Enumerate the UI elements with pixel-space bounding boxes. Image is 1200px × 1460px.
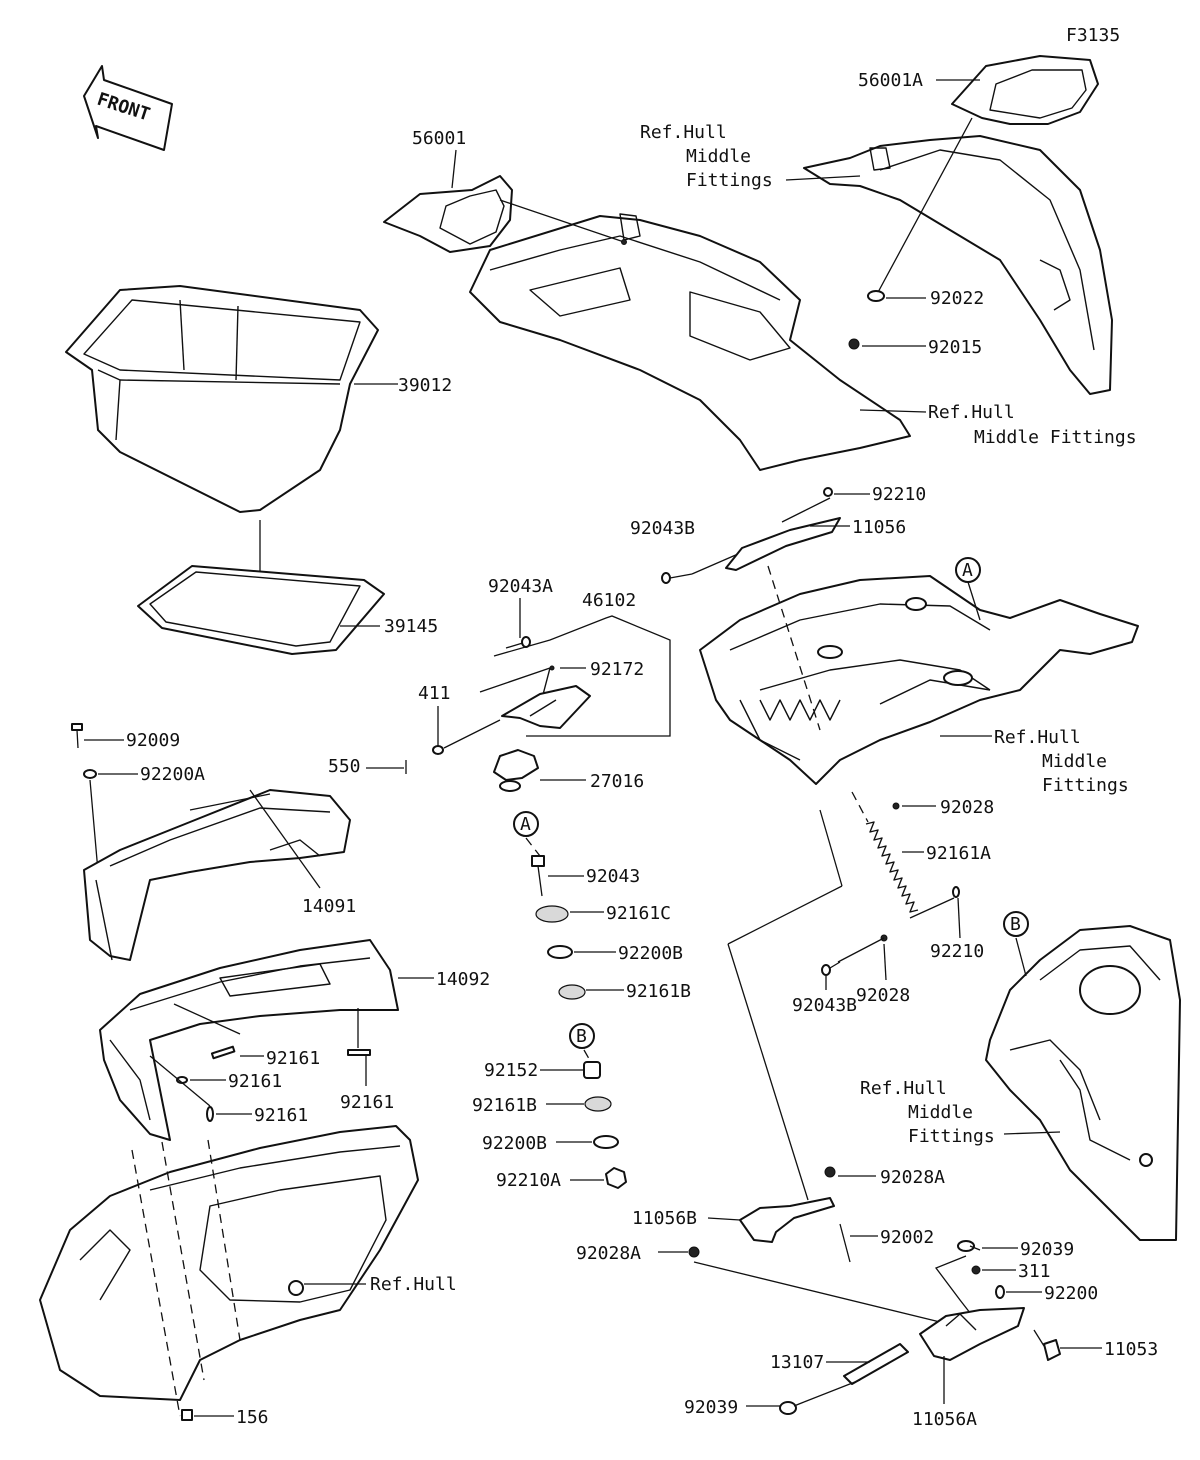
screw-156-part xyxy=(181,1409,193,1421)
ref-hull-top-1: Ref.Hull xyxy=(640,122,727,143)
bolt-92002-part xyxy=(839,1223,851,1263)
rear-hull-fitting-part xyxy=(803,135,1113,395)
ref-hull-top-3: Fittings xyxy=(686,170,773,191)
ref-hull-low-3: Fittings xyxy=(908,1126,995,1147)
cover-56001a-part xyxy=(951,55,1099,125)
bracket-11056-part xyxy=(725,517,841,571)
part-311: 311 xyxy=(1018,1261,1051,1282)
part-92028-upper: 92028 xyxy=(940,797,994,818)
figure-code: F3135 xyxy=(1066,25,1120,46)
callout-b-right: B xyxy=(1010,914,1021,935)
part-92028-lower: 92028 xyxy=(856,985,910,1006)
ref-hull-low-2: Middle xyxy=(908,1102,973,1123)
knob-27016-part xyxy=(493,749,539,792)
part-92161a: 92161A xyxy=(926,843,991,864)
bracket-11056b-part xyxy=(739,1197,835,1243)
part-11056: 11056 xyxy=(852,517,906,538)
pin-13107-part xyxy=(843,1343,909,1385)
bolt-92043-part xyxy=(531,855,545,897)
part-92210a: 92210A xyxy=(496,1170,561,1191)
part-411: 411 xyxy=(418,683,451,704)
ref-hull-low-1: Ref.Hull xyxy=(860,1078,947,1099)
part-14091: 14091 xyxy=(302,896,356,917)
part-92161-b: 92161 xyxy=(228,1071,282,1092)
seat-bracket-part xyxy=(469,213,911,471)
part-92028a-upper: 92028A xyxy=(880,1167,945,1188)
part-56001a: 56001A xyxy=(858,70,923,91)
bolt-92043b-mid-part xyxy=(821,961,841,976)
part-13107: 13107 xyxy=(770,1352,824,1373)
screw-92039-lower-part xyxy=(779,1401,805,1415)
ref-hull-front: Ref.Hull xyxy=(370,1274,457,1295)
part-14092: 14092 xyxy=(436,969,490,990)
part-92022: 92022 xyxy=(930,288,984,309)
ref-hull-mid-3: Fittings xyxy=(1042,775,1129,796)
nut-92210a-part xyxy=(605,1167,627,1189)
ref-hull-mid-1: Ref.Hull xyxy=(994,727,1081,748)
part-92172: 92172 xyxy=(590,659,644,680)
cowl-14091-part xyxy=(83,789,351,961)
part-92210-mid: 92210 xyxy=(930,941,984,962)
part-92009: 92009 xyxy=(126,730,180,751)
front-hull-part xyxy=(39,1125,419,1401)
part-92200: 92200 xyxy=(1044,1283,1098,1304)
knob-11053-part xyxy=(1043,1339,1061,1361)
part-92043: 92043 xyxy=(586,866,640,887)
part-39145: 39145 xyxy=(384,616,438,637)
ref-hull-right-1: Ref.Hull xyxy=(928,402,1015,423)
part-92039-upper: 92039 xyxy=(1020,1239,1074,1260)
part-92043b-top: 92043B xyxy=(630,518,695,539)
callout-a-right: A xyxy=(962,560,973,581)
part-92039-lower: 92039 xyxy=(684,1397,738,1418)
part-39012: 39012 xyxy=(398,375,452,396)
ref-hull-mid-2: Middle xyxy=(1042,751,1107,772)
callout-a-center: A xyxy=(520,814,531,835)
collar-92152-part xyxy=(583,1061,601,1079)
bracket-11056a-part xyxy=(919,1307,1025,1361)
part-156: 156 xyxy=(236,1407,269,1428)
front-arrow-icon: FRONT xyxy=(83,65,173,151)
bin-gasket-part xyxy=(137,565,385,655)
spring-92161a-part xyxy=(865,821,919,913)
part-92043a: 92043A xyxy=(488,576,553,597)
deck-fitting-part xyxy=(699,575,1139,785)
cowl-14092-part xyxy=(99,939,399,1141)
part-550: 550 xyxy=(328,756,361,777)
part-92200b-upper: 92200B xyxy=(618,943,683,964)
part-92200a: 92200A xyxy=(140,764,205,785)
part-46102: 46102 xyxy=(582,590,636,611)
part-92152: 92152 xyxy=(484,1060,538,1081)
cover-56001-part xyxy=(383,175,513,253)
part-11056a: 11056A xyxy=(912,1409,977,1430)
part-92200b-lower: 92200B xyxy=(482,1133,547,1154)
part-92002: 92002 xyxy=(880,1227,934,1248)
screw-92009-part xyxy=(71,723,83,749)
part-11056b: 11056B xyxy=(632,1208,697,1229)
part-92161b-upper: 92161B xyxy=(626,981,691,1002)
part-92161b-lower: 92161B xyxy=(472,1095,537,1116)
part-92210-top: 92210 xyxy=(872,484,926,505)
part-92161-d: 92161 xyxy=(340,1092,394,1113)
part-92161-a: 92161 xyxy=(266,1048,320,1069)
ref-hull-right-2: Middle Fittings xyxy=(974,427,1137,448)
part-92028a-lower: 92028A xyxy=(576,1243,641,1264)
part-56001: 56001 xyxy=(412,128,466,149)
bolt-92043b-top-part xyxy=(661,572,693,584)
part-92161c: 92161C xyxy=(606,903,671,924)
screw-92039-upper-part xyxy=(957,1240,981,1252)
part-92015: 92015 xyxy=(928,337,982,358)
part-92161-c: 92161 xyxy=(254,1105,308,1126)
part-27016: 27016 xyxy=(590,771,644,792)
callout-b-center: B xyxy=(576,1026,587,1047)
ref-hull-top-2: Middle xyxy=(686,146,751,167)
rear-hull-part xyxy=(985,925,1181,1241)
latch-46102-part xyxy=(501,685,591,729)
storage-bin-part xyxy=(65,285,379,513)
part-11053: 11053 xyxy=(1104,1339,1158,1360)
part-92043b-mid: 92043B xyxy=(792,995,857,1016)
